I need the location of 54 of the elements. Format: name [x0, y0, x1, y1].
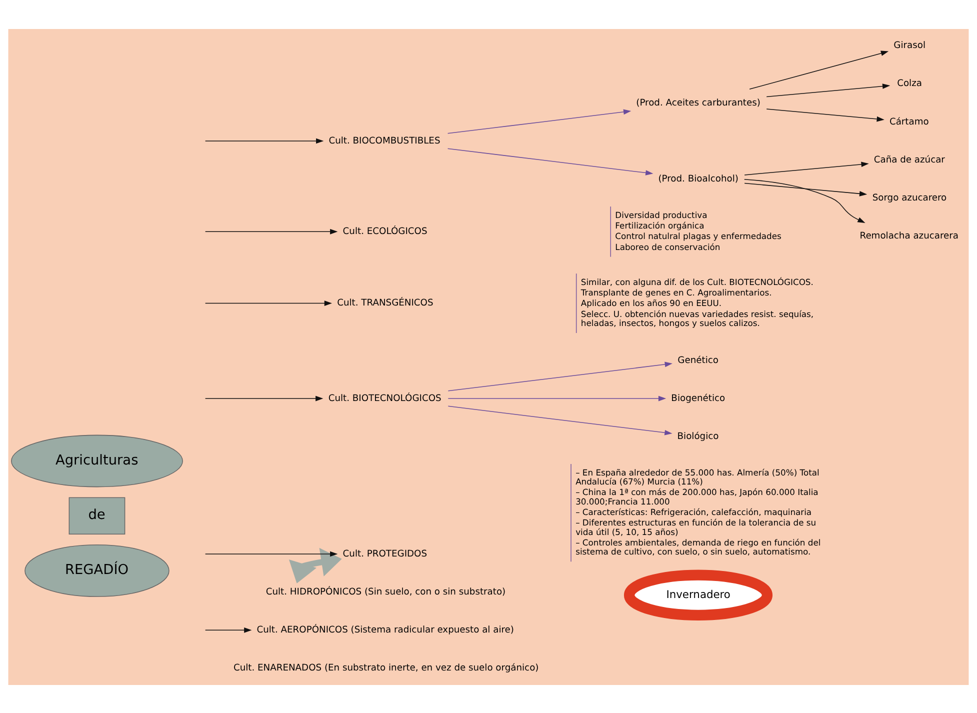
node-text: Cult. HIDROPÓNICOS (Sin suelo, con o sin substrato)	[266, 586, 506, 597]
arrow	[744, 182, 868, 196]
node-label: Aplicado en los años 90 en EEUU.	[580, 298, 722, 308]
node-text: Cult. ECOLÓGICOS	[342, 226, 428, 237]
node-label: Diversidad productiva	[615, 209, 708, 220]
node-text: Biológico	[677, 431, 719, 442]
node-text: Cult. AEROPÓNICOS (Sistema radicular expuesto al aire)	[256, 625, 514, 636]
node-text: Sorgo azucarero	[872, 193, 947, 204]
arrow	[766, 108, 884, 122]
node-text: Remolacha azucarera	[860, 231, 958, 242]
node-label: – Diferentes estructuras en función de la tolerancia de su vida útil (5, 10, 15 años)	[576, 517, 816, 536]
node-label: – En España alrededor de 55.000 has. Almería (50%) Total Andalucía (67%) Murcia (11%)	[576, 466, 820, 486]
arrow	[204, 395, 324, 401]
node-text: Cult. ENARENADOS (En substrato inerte, en vez de suelo orgánico)	[233, 663, 539, 674]
node-label: Similar, con alguna dif. de los Cult. BIOTECNOLÓGICOS.	[580, 276, 814, 286]
node-label: – Características: Refrigeración, calefacción, maquinaria	[576, 506, 812, 516]
arrow	[447, 108, 632, 134]
node-box: de	[68, 496, 126, 534]
node-ellipse: Agriculturas	[11, 434, 183, 487]
node-label: Laboreo de conservación	[615, 241, 720, 252]
node-ellipse: REGADÍO	[24, 544, 170, 596]
arrow	[744, 161, 869, 175]
node-text: Colza	[897, 78, 922, 89]
node-text: Caña de azúcar	[874, 154, 945, 165]
node-label: Transplante de genes en C. Agroalimentarios.	[580, 287, 772, 298]
arrow	[204, 300, 332, 306]
node-text: Cult. TRANSGÉNICOS	[337, 298, 434, 308]
arrow	[204, 547, 342, 576]
node-text: (Prod. Aceites carburantes)	[636, 98, 760, 108]
node-text: Cártamo	[889, 116, 929, 127]
arrow	[204, 626, 252, 632]
node-label: Selecc. U. obtención nuevas variedades resist. sequías, heladas, insectos, hongos y suelos calizos.	[580, 308, 814, 328]
node-text: Girasol	[894, 40, 926, 51]
arrow	[288, 547, 342, 583]
node-text: (Prod. Bioalcohol)	[658, 174, 738, 184]
node-label: Control natulral plagas y enfermedades	[615, 230, 782, 241]
arrow	[448, 395, 666, 401]
arrow	[744, 178, 866, 222]
arrow	[766, 83, 890, 97]
node-label: – Controles ambientales, demanda de riego en función del sistema de cultivo, con suelo, o sin suelo, automatismo.	[576, 536, 821, 556]
arrow	[448, 361, 672, 391]
node-label: Fertilización orgánica	[615, 220, 704, 230]
node-text: Genético	[678, 355, 718, 366]
node-ellipse: Invernadero	[624, 569, 773, 620]
node-text: Cult. PROTEGIDOS	[342, 548, 428, 559]
node-text: Cult. BIOTECNOLÓGICOS	[328, 393, 442, 404]
node-text: Cult. BIOCOMBUSTIBLES	[328, 136, 440, 146]
arrow	[204, 228, 338, 234]
node-label: – China la 1ª con más de 200.000 has, Japón 60.000 Italia 30.000;Francia 11.000	[576, 486, 818, 506]
arrow	[448, 405, 672, 435]
arrow	[447, 148, 654, 175]
arrow	[749, 50, 889, 90]
node-text: Biogenético	[671, 393, 726, 404]
arrow	[204, 138, 324, 144]
